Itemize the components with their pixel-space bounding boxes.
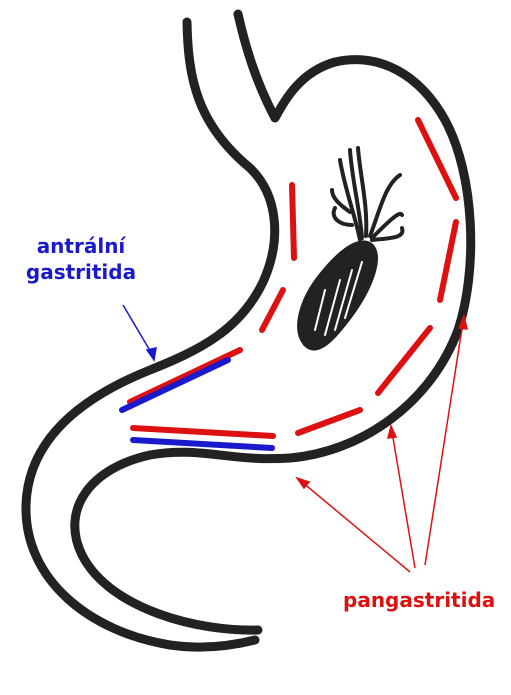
stomach-inner-curve xyxy=(75,14,471,630)
blue-line xyxy=(122,360,228,410)
pangastritis-arrows xyxy=(297,316,467,572)
red-dash xyxy=(133,428,273,436)
red-dash xyxy=(262,290,283,330)
red-dash xyxy=(440,222,456,300)
stomach-outer-wall xyxy=(26,22,275,647)
red-dash xyxy=(292,185,294,258)
antral-label-line1: antrální xyxy=(22,233,140,259)
red-dash xyxy=(298,410,360,433)
blue-line xyxy=(133,440,272,448)
red-dash xyxy=(378,328,430,393)
antral-gastritis-label: antrální gastritida xyxy=(22,233,140,285)
pangastritis-markings xyxy=(130,120,456,436)
pangastritis-label: pangastritida xyxy=(343,587,495,613)
bacterium-illustration xyxy=(299,148,403,349)
antral-label-line2: gastritida xyxy=(22,259,140,285)
antral-arrow xyxy=(123,305,156,360)
